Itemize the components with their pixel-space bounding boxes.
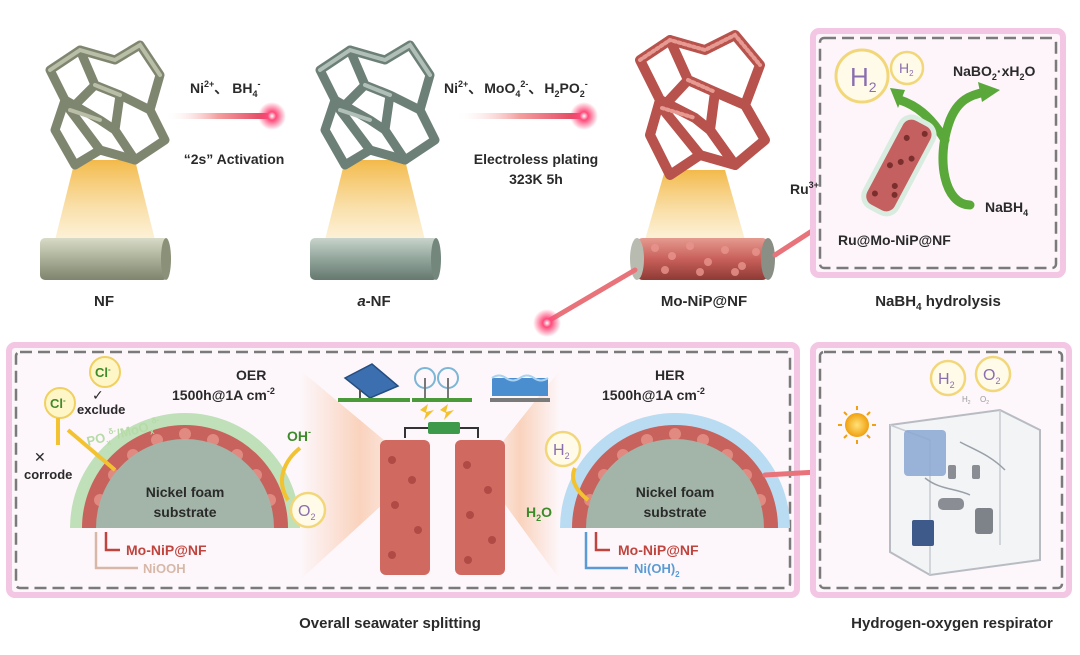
- electrode-pair: [380, 422, 505, 575]
- oer-rate: 1500h@1A cm-2: [172, 386, 275, 403]
- a-nf-foam-illustration: [310, 40, 441, 280]
- a-nf-label: a-NF: [357, 293, 390, 310]
- solar-panel-icon: [338, 363, 410, 402]
- h2-large-text: H2: [850, 62, 877, 95]
- seawater-label: Overall seawater splitting: [299, 615, 481, 632]
- h2-bubble-large: [834, 48, 890, 104]
- plating-caption-2: 323K 5h: [509, 171, 563, 187]
- respirator-h2-small: H2: [962, 395, 971, 406]
- nabo2-label: NaBO2·xH2O: [953, 63, 1036, 82]
- hydrolysis-green-arrows: [890, 82, 1000, 210]
- o2-text: O2: [298, 503, 315, 522]
- oh-arrow: [280, 446, 302, 502]
- lightning-icon: [420, 404, 454, 420]
- oer-layer-pointer: [104, 532, 120, 552]
- wind-turbine-icon: [412, 367, 472, 402]
- respirator-o2-small: O2: [980, 395, 989, 406]
- catalyst-label: Ru@Mo-NiP@NF: [838, 232, 951, 248]
- cl-path-arrow: [56, 418, 117, 472]
- activation-arrow: [165, 102, 286, 130]
- h2-bubble-her: [544, 430, 582, 468]
- corrode-label: corrode: [24, 467, 72, 482]
- step2-reagents: Ni2+、MoO42-、H2PO2-: [444, 79, 588, 99]
- her-layer-label: Mo-NiP@NF: [618, 542, 699, 558]
- her-substrate-2: substrate: [643, 504, 706, 520]
- step1-reagents: Ni2+、BH4-: [190, 79, 261, 99]
- oer-substrate-1: Nickel foam: [146, 484, 225, 500]
- mo-nip-foam-illustration: [630, 30, 775, 280]
- center-glow: [300, 370, 560, 580]
- cross-icon: ✕: [34, 450, 46, 466]
- respirator-h2-bubble: [929, 359, 967, 397]
- h2-small-text: H2: [899, 60, 914, 78]
- respirator-o2-bubble: [974, 355, 1012, 393]
- h2-her-text: H2: [553, 442, 570, 461]
- oer-substrate-2: substrate: [153, 504, 216, 520]
- her-substrate-dome: [560, 413, 790, 528]
- plating-caption-1: Electroless plating: [474, 151, 598, 167]
- mo-nip-nf-label: Mo-NiP@NF: [661, 293, 747, 310]
- cl-text-2: Cl-: [95, 365, 111, 380]
- respirator-h2-text: H2: [938, 371, 955, 390]
- exclude-label: exclude: [77, 402, 125, 417]
- h2o-label: H2O: [526, 504, 552, 523]
- her-rate: 1500h@1A cm-2: [602, 386, 705, 403]
- sun-icon: [838, 406, 876, 444]
- respirator-o2-text: O2: [983, 367, 1000, 386]
- hydrolysis-label: NaBH4 hydrolysis: [875, 293, 1001, 313]
- wave-power-icon: [490, 374, 550, 402]
- ru-label: Ru3+: [790, 180, 819, 197]
- nf-label: NF: [94, 293, 114, 310]
- oer-substrate-dome: [70, 413, 300, 528]
- oh-label: OH-: [287, 427, 311, 444]
- respirator-device: [889, 408, 1041, 577]
- h2-bubble-small: [889, 50, 925, 86]
- respirator-label: Hydrogen-oxygen respirator: [851, 615, 1053, 632]
- o2-bubble: [289, 491, 327, 529]
- cl-text-1: Cl-: [50, 396, 66, 411]
- nabh4-label: NaBH4: [985, 199, 1028, 218]
- oer-title: OER: [236, 367, 266, 383]
- oer-product-label: NiOOH: [143, 561, 186, 576]
- her-layer-pointer: [594, 532, 610, 552]
- activation-caption: “2s” Activation: [184, 151, 285, 167]
- her-substrate-1: Nickel foam: [636, 484, 715, 500]
- check-icon: ✓: [92, 388, 104, 404]
- nf-foam-illustration: [40, 40, 171, 280]
- her-product-label: Ni(OH)2: [634, 561, 680, 579]
- her-title: HER: [655, 367, 685, 383]
- oer-layer-label: Mo-NiP@NF: [126, 542, 207, 558]
- catalyst-cylinder: [861, 114, 937, 217]
- h2o-arrow: [571, 467, 590, 502]
- her-product-pointer: [584, 532, 628, 570]
- down-arrow: [533, 267, 638, 337]
- plating-arrow: [455, 102, 598, 130]
- cl-bubble-2: [89, 356, 121, 388]
- oer-product-pointer: [94, 532, 138, 570]
